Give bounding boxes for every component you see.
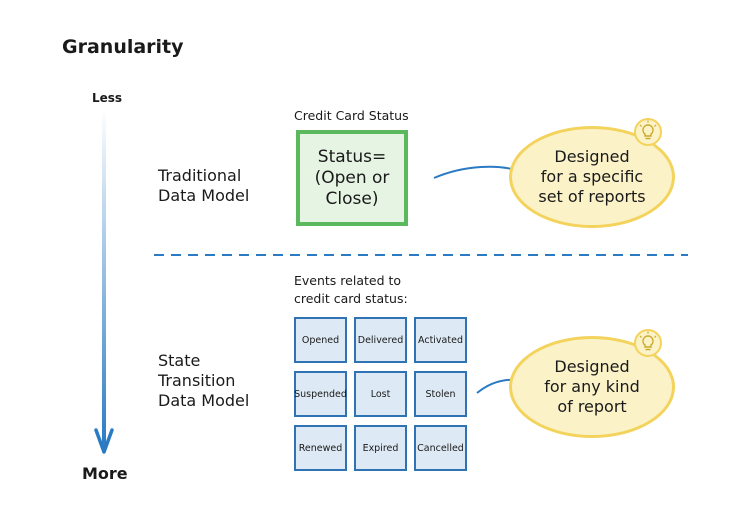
- event-cell: Stolen: [414, 371, 467, 417]
- event-cell: Lost: [354, 371, 407, 417]
- event-cell: Opened: [294, 317, 347, 363]
- axis-top-label: Less: [92, 91, 123, 105]
- event-cell: Activated: [414, 317, 467, 363]
- state-transition-bubble-text: Designed for any kind of report: [544, 357, 640, 416]
- event-grid: Opened Delivered Activated Suspended Los…: [294, 317, 468, 471]
- down-arrow-icon: [94, 428, 114, 454]
- event-cell: Suspended: [294, 371, 347, 417]
- status-box: Status= (Open or Close): [296, 130, 408, 226]
- axis-line: [102, 108, 106, 448]
- lightbulb-icon: [634, 329, 662, 357]
- event-cell: Renewed: [294, 425, 347, 471]
- events-caption: Events related to credit card status:: [294, 273, 408, 306]
- event-cell: Expired: [354, 425, 407, 471]
- credit-card-status-caption: Credit Card Status: [294, 108, 409, 123]
- traditional-model-label: Traditional Data Model: [158, 166, 250, 205]
- state-transition-model-label: State Transition Data Model: [158, 351, 250, 410]
- event-cell: Delivered: [354, 317, 407, 363]
- page-title: Granularity: [62, 36, 184, 58]
- event-cell: Cancelled: [414, 425, 467, 471]
- status-box-text: Status= (Open or Close): [314, 146, 390, 209]
- traditional-bubble-text: Designed for a specific set of reports: [538, 147, 646, 206]
- lightbulb-icon: [634, 118, 662, 146]
- axis-bottom-label: More: [82, 464, 128, 483]
